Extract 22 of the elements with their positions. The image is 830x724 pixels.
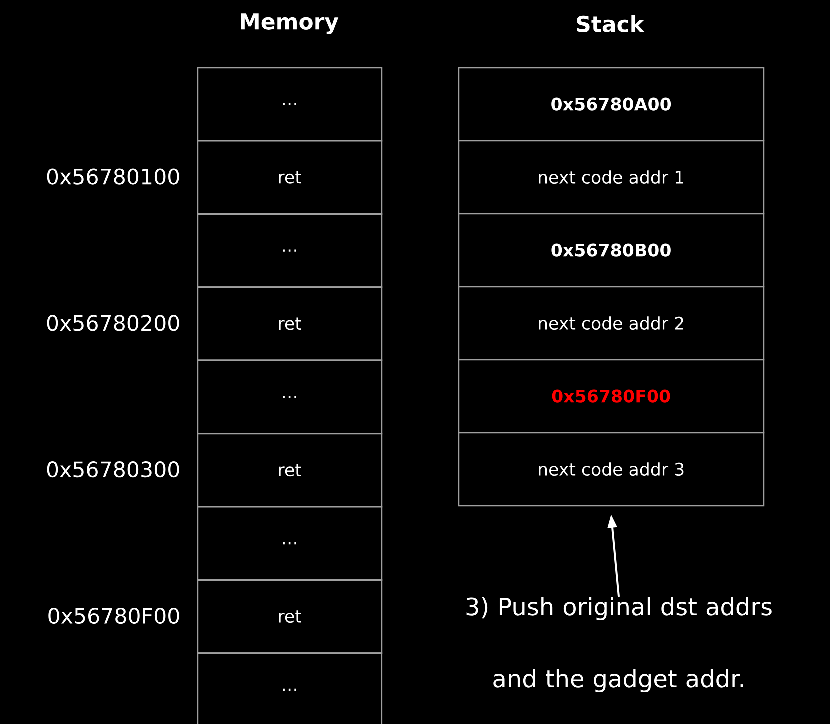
stack-cell: next code addr 1: [458, 140, 765, 215]
column-heading: Stack: [577, 16, 645, 33]
memory-cell: ret: [197, 579, 383, 654]
stack-cell: 0x56780B00: [458, 213, 765, 288]
memory-cell: …: [197, 360, 383, 435]
stack-cell: next code addr 3: [458, 432, 765, 507]
address-label: 0x56780300: [47, 462, 180, 478]
stack-cell: 0x56780A00: [458, 67, 765, 142]
memory-cell: ret: [197, 140, 383, 215]
memory-cell: …: [197, 652, 383, 724]
address-label: 0x56780200: [47, 315, 180, 332]
memory-cell: …: [197, 67, 383, 142]
column-heading: Memory: [241, 14, 339, 34]
stack-cell: 0x56780F00: [458, 359, 765, 434]
memory-cell: ret: [197, 433, 383, 508]
note-text: 3) Push original dst addrs and the gadget addr.: [466, 597, 772, 692]
address-label: 0x56780100: [47, 168, 180, 185]
memory-cell: ret: [197, 286, 383, 362]
address-label: 0x56780F00: [48, 608, 180, 624]
memory-cell: …: [197, 506, 383, 581]
memory-cell: …: [197, 213, 383, 288]
stack-cell: next code addr 2: [458, 286, 765, 361]
